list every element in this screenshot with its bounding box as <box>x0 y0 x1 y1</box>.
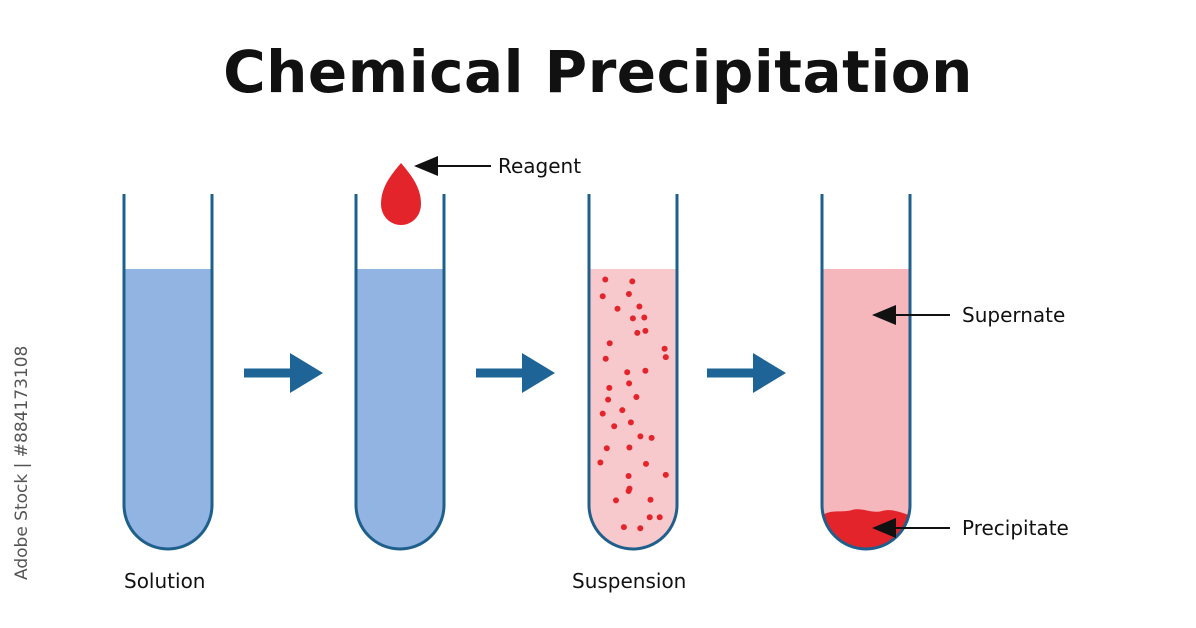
stock-watermark: Adobe Stock | #884173108 <box>12 345 32 580</box>
particle-dot <box>605 396 612 403</box>
particle-dot <box>614 305 621 312</box>
particle-dot <box>643 460 649 467</box>
particle-dot <box>599 293 606 300</box>
particle-dot <box>646 514 653 521</box>
tube-outline <box>820 194 912 551</box>
particle-dot <box>597 459 604 466</box>
precipitate-label: Precipitate <box>962 516 1069 540</box>
supernate-liquid <box>822 269 910 549</box>
particle-dot <box>641 314 648 321</box>
particle-dot <box>637 525 644 532</box>
particle-dot <box>648 434 655 441</box>
particle-dot <box>626 380 633 387</box>
solution-liquid <box>124 269 212 549</box>
particle-dot <box>606 340 613 347</box>
particle-dot <box>633 394 640 400</box>
tube-separated <box>820 194 912 551</box>
solution-liquid <box>356 269 444 549</box>
particle-dot <box>625 291 632 297</box>
tube-suspension <box>587 194 679 551</box>
tube-outline <box>354 194 446 551</box>
particle-dot <box>629 278 636 285</box>
particle-dot <box>606 384 613 391</box>
particle-dot <box>636 303 643 310</box>
process-arrow <box>707 353 786 393</box>
supernate-label: Supernate <box>962 303 1066 327</box>
particle-dot <box>647 496 654 503</box>
particle-dot <box>642 327 649 334</box>
reagent-drop <box>381 163 421 225</box>
tube-outline <box>587 194 679 551</box>
reagent-label: Reagent <box>498 154 582 178</box>
particle-dot <box>613 497 619 504</box>
suspended-particles <box>597 276 669 532</box>
particle-dot <box>661 345 668 352</box>
process-arrow <box>476 353 555 393</box>
tube-reagent-addition <box>354 163 446 551</box>
diagram-title: Chemical Precipitation <box>223 38 973 106</box>
suspension-liquid <box>589 269 677 549</box>
particle-dot <box>620 524 627 531</box>
particle-dot <box>637 433 644 440</box>
solution-label: Solution <box>124 569 206 593</box>
process-arrow <box>244 353 323 393</box>
particle-dot <box>627 419 634 426</box>
particle-dot <box>634 329 641 336</box>
particle-dot <box>662 471 669 478</box>
particle-dot <box>629 315 636 322</box>
particle-dot <box>626 485 633 492</box>
particle-dot <box>599 410 606 417</box>
tube-solution <box>122 194 214 551</box>
particle-dot <box>624 369 631 376</box>
particle-dot <box>642 367 649 374</box>
particle-dot <box>602 355 609 362</box>
particle-dot <box>619 407 626 414</box>
particle-dot <box>611 423 618 430</box>
particle-dot <box>602 276 609 283</box>
particle-dot <box>625 473 632 479</box>
particle-dot <box>626 444 633 451</box>
particle-dot <box>603 445 610 452</box>
tube-outline <box>122 194 214 551</box>
suspension-label: Suspension <box>572 569 687 593</box>
particle-dot <box>662 354 669 361</box>
particle-dot <box>656 514 663 521</box>
